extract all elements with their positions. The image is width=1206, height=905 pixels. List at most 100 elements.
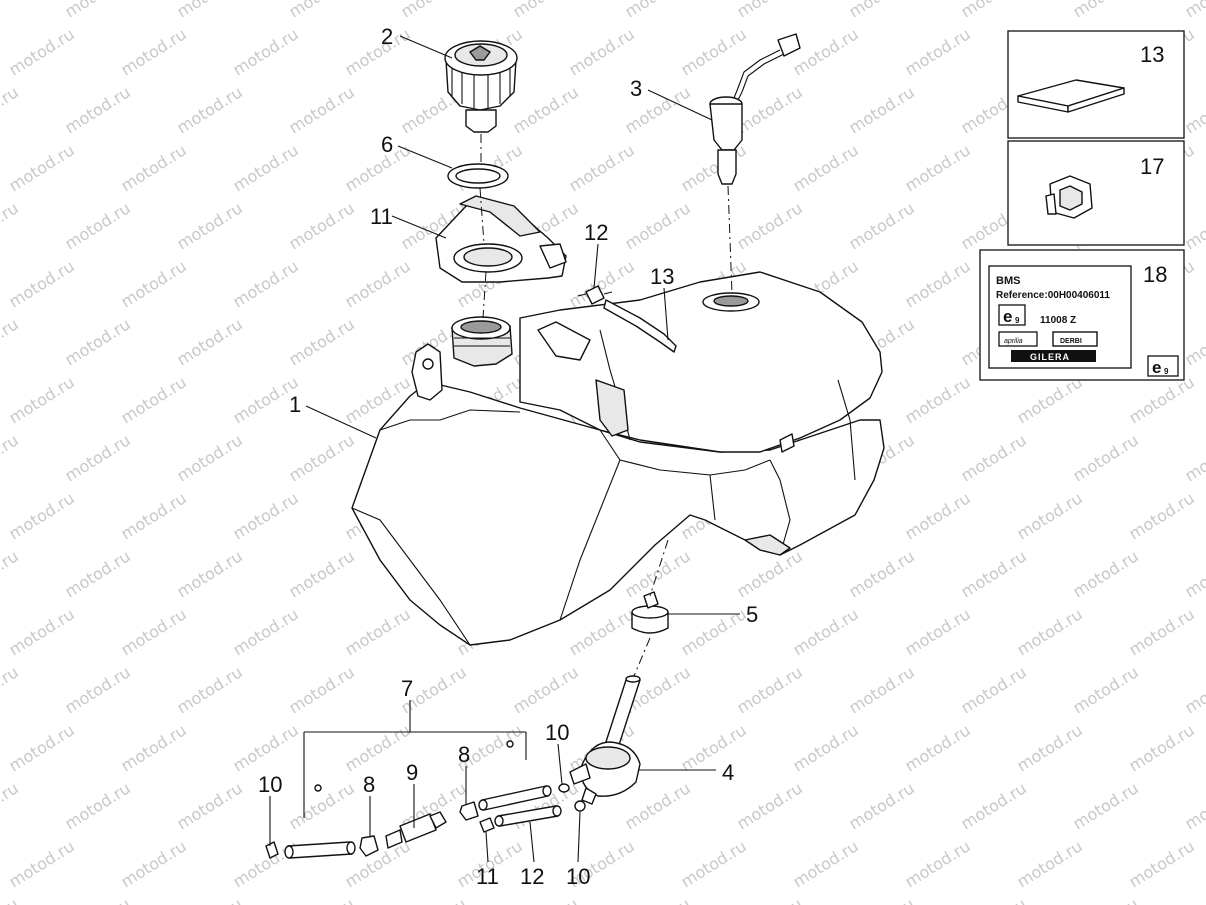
watermark-text: motod.ru — [901, 720, 973, 775]
watermark-text: motod.ru — [173, 894, 245, 905]
watermark-text: motod.ru — [845, 778, 917, 833]
callout-6: 6 — [381, 132, 393, 157]
watermark-text: motod.ru — [677, 604, 749, 659]
callout-10-left: 10 — [258, 772, 282, 797]
label-e-mark: e — [1003, 307, 1012, 326]
watermark-text: motod.ru — [173, 546, 245, 601]
watermark-text: motod.ru — [5, 372, 77, 427]
watermark-text: motod.ru — [1013, 720, 1085, 775]
label-line-1: BMS — [996, 275, 1020, 287]
callout-10-top: 10 — [545, 720, 569, 745]
watermark-text: motod.ru — [901, 24, 973, 79]
watermark-text: motod.ru — [341, 24, 413, 79]
watermark-text: motod.ru — [789, 140, 861, 195]
watermark-text: motod.ru — [509, 0, 581, 21]
gasket-ring — [447, 163, 509, 189]
callout-8-left: 8 — [363, 772, 375, 797]
watermark-text: motod.ru — [285, 0, 357, 21]
watermark-text: motod.ru — [1069, 430, 1141, 485]
watermark-text: motod.ru — [957, 430, 1029, 485]
watermark-text: motod.ru — [1013, 604, 1085, 659]
watermark-text: motod.ru — [229, 488, 301, 543]
watermark-text: motod.ru — [5, 604, 77, 659]
watermark-text: motod.ru — [677, 140, 749, 195]
watermark-text: motod.ru — [845, 82, 917, 137]
watermark-text: motod.ru — [0, 0, 22, 21]
watermark-text: motod.ru — [285, 430, 357, 485]
watermark-text: motod.ru — [173, 82, 245, 137]
watermark-text: motod.ru — [565, 24, 637, 79]
watermark-text: motod.ru — [1181, 662, 1206, 717]
watermark-text: motod.ru — [285, 198, 357, 253]
watermark-text: motod.ru — [61, 778, 133, 833]
label-brand-1: aprilia — [1004, 338, 1023, 345]
label-18-content: BMS Reference:00H00406011 e 9 11008 Z ap… — [996, 275, 1169, 377]
watermark-text: motod.ru — [173, 430, 245, 485]
watermark-text: motod.ru — [61, 430, 133, 485]
watermark-text: motod.ru — [0, 894, 22, 905]
watermark-text: motod.ru — [1181, 778, 1206, 833]
watermark-text: motod.ru — [789, 604, 861, 659]
watermark-text: motod.ru — [117, 256, 189, 311]
watermark-text: motod.ru — [285, 314, 357, 369]
watermark-text: motod.ru — [5, 720, 77, 775]
hose-clamp — [631, 591, 669, 634]
watermark-text: motod.ru — [1125, 604, 1197, 659]
label-corner-e: e — [1152, 358, 1161, 377]
callout-14: 11 — [370, 204, 393, 229]
watermark-text: motod.ru — [677, 836, 749, 891]
watermark-text: motod.ru — [845, 662, 917, 717]
filler-cap — [444, 40, 518, 133]
watermark-text: motod.ru — [173, 662, 245, 717]
callout-1: 1 — [289, 392, 301, 417]
watermark-text: motod.ru — [0, 198, 22, 253]
watermark-text: motod.ru — [845, 546, 917, 601]
watermark-text: motod.ru — [0, 82, 22, 137]
leader-lines — [269, 35, 740, 863]
label-corner-sub: 9 — [1164, 367, 1169, 376]
callout-7: 7 — [401, 676, 413, 701]
watermark-text: motod.ru — [341, 604, 413, 659]
callout-9: 9 — [406, 760, 418, 785]
callout-4: 4 — [722, 760, 734, 785]
watermark-text: motod.ru — [1181, 894, 1206, 905]
watermark-text: motod.ru — [733, 546, 805, 601]
fuel-pump — [569, 675, 641, 805]
callout-numbers: 2 3 6 11 12 13 1 5 7 4 10 8 9 8 10 11 12… — [258, 24, 1167, 889]
watermark-text: motod.ru — [789, 24, 861, 79]
callout-12: 12 — [520, 864, 544, 889]
watermark-text: motod.ru — [0, 662, 22, 717]
watermark-text: motod.ru — [1069, 894, 1141, 905]
watermark-text: motod.ru — [1069, 546, 1141, 601]
callout-17: 17 — [1140, 154, 1164, 179]
watermark-text: motod.ru — [229, 24, 301, 79]
watermark-text: motod.ru — [285, 778, 357, 833]
assembly-axes — [479, 134, 733, 677]
watermark-text: motod.ru — [733, 662, 805, 717]
watermark-text: motod.ru — [0, 778, 22, 833]
watermark-text: motod.ru — [173, 778, 245, 833]
watermark-text: motod.ru — [901, 372, 973, 427]
callout-5: 5 — [746, 602, 758, 627]
box-18 — [979, 249, 1185, 381]
watermark-text: motod.ru — [789, 836, 861, 891]
callout-8-right: 8 — [458, 742, 470, 767]
watermark-text: motod.ru — [901, 836, 973, 891]
watermark-text: motod.ru — [1069, 0, 1141, 21]
hose-kit — [265, 700, 586, 859]
watermark-text: motod.ru — [1125, 836, 1197, 891]
watermark-text: motod.ru — [621, 198, 693, 253]
watermark-text: motod.ru — [845, 894, 917, 905]
watermark-text: motod.ru — [61, 894, 133, 905]
watermark-text: motod.ru — [229, 720, 301, 775]
label-code: 11008 Z — [1040, 315, 1076, 326]
watermark-text: motod.ru — [1069, 778, 1141, 833]
filler-cover — [435, 195, 567, 283]
callout-10-bottom: 10 — [566, 864, 590, 889]
watermark-text: motod.ru — [5, 256, 77, 311]
label-line-2: Reference:00H00406011 — [996, 290, 1110, 301]
watermark-text: motod.ru — [845, 0, 917, 21]
watermark-text: motod.ru — [1013, 836, 1085, 891]
watermark-text: motod.ru — [1013, 488, 1085, 543]
